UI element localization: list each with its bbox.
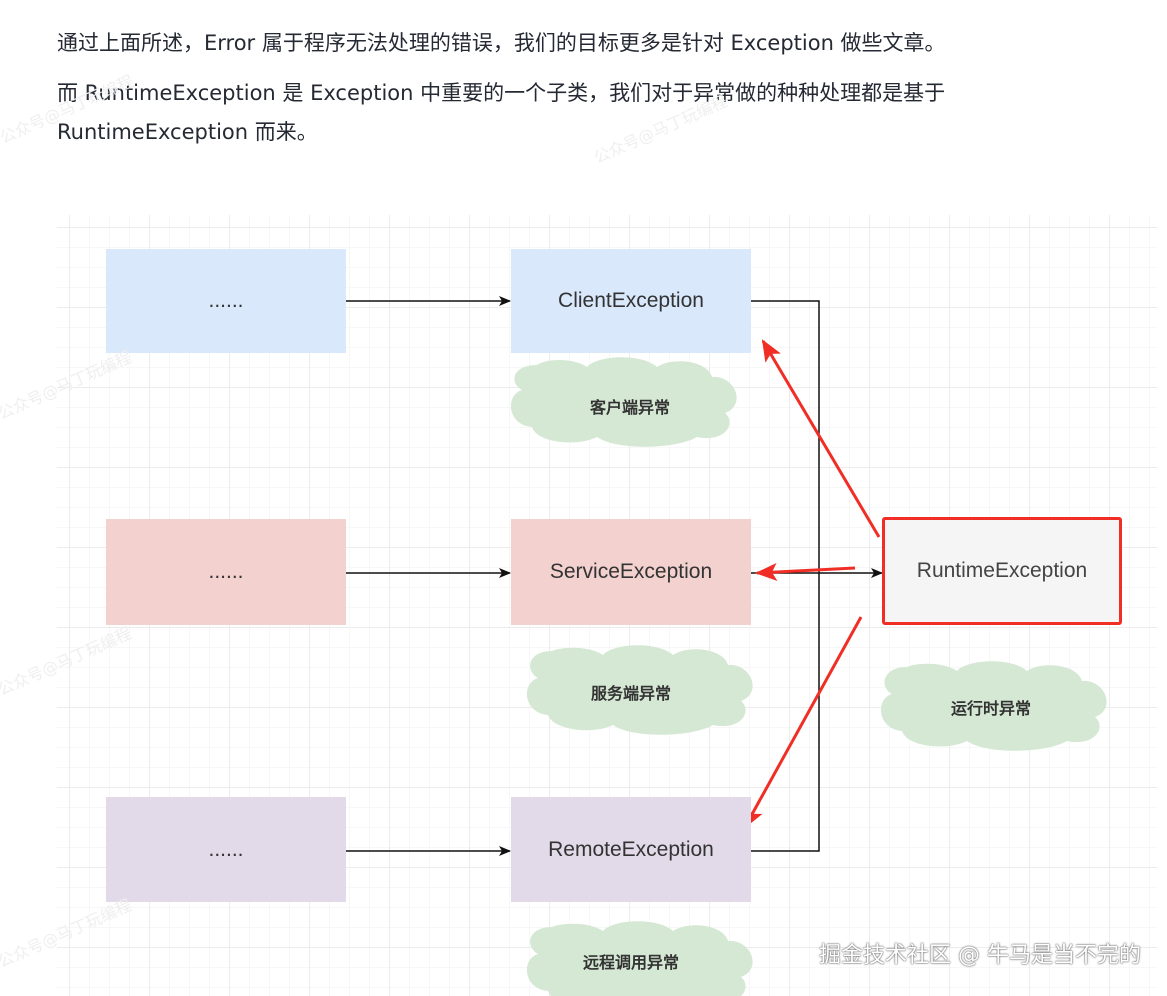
remote-note-label: 远程调用异常 — [582, 953, 679, 972]
connector-remote-to-runtime — [751, 573, 820, 852]
exception-hierarchy-diagram: ...... ...... ...... ClientException Ser… — [57, 215, 1157, 996]
red-arrow-to-remote — [743, 616, 863, 829]
remote-source-box: ...... — [106, 797, 346, 902]
red-arrow-to-client — [761, 339, 881, 538]
service-source-box: ...... — [106, 519, 346, 625]
site-watermark: 掘金技术社区 @ 牛马是当不完的 — [819, 943, 1141, 968]
paragraph-error-vs-exception: 通过上面所述，Error 属于程序无法处理的错误，我们的目标更多是针对 Exce… — [57, 31, 946, 55]
client-note-cloud — [510, 357, 737, 447]
service-exception-box: ServiceException — [511, 519, 751, 625]
runtime-note-label: 运行时异常 — [950, 699, 1031, 718]
diagram-connectors — [346, 296, 1107, 996]
runtime-note-cloud — [880, 661, 1107, 751]
paragraph-line-2: RuntimeException 而来。 — [57, 120, 318, 144]
paragraph-line-1: 而 RuntimeException 是 Exception 中重要的一个子类，… — [57, 81, 946, 105]
service-source-label: ...... — [208, 560, 244, 583]
runtime-exception-label: RuntimeException — [916, 559, 1088, 582]
runtime-exception-box: RuntimeException — [882, 517, 1122, 625]
connector-client-to-runtime — [751, 300, 820, 573]
red-arrow-to-service — [755, 562, 856, 581]
remote-note-cloud — [526, 921, 753, 996]
remote-exception-label: RemoteException — [548, 837, 714, 861]
client-exception-label: ClientException — [558, 289, 704, 312]
client-source-label: ...... — [208, 289, 244, 312]
client-exception-box: ClientException — [511, 249, 751, 353]
service-exception-label: ServiceException — [549, 560, 713, 583]
remote-exception-box: RemoteException — [511, 797, 751, 902]
paragraph-runtime-exception: 而 RuntimeException 是 Exception 中重要的一个子类，… — [57, 74, 1117, 152]
remote-source-label: ...... — [208, 837, 244, 861]
service-note-label: 服务端异常 — [590, 684, 671, 703]
client-note-label: 客户端异常 — [589, 398, 670, 417]
client-source-box: ...... — [106, 249, 346, 353]
service-note-cloud — [526, 645, 753, 735]
